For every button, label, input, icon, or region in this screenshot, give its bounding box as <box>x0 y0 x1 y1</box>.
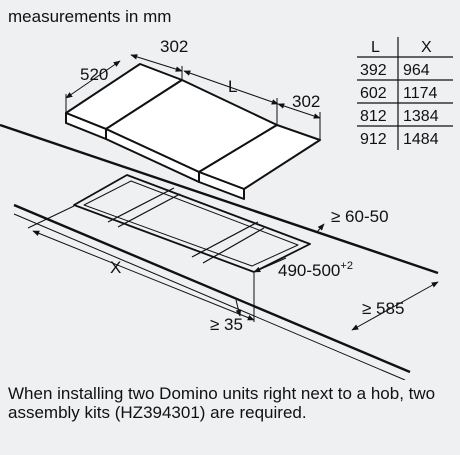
dim-line-side-gap <box>235 299 242 317</box>
dim-label-min-depth: ≥ 585 <box>362 299 404 318</box>
table-cell: 392 <box>360 62 387 79</box>
dim-label-side-width: 302 <box>160 37 188 56</box>
cutout-dimensions <box>27 205 439 331</box>
dim-line-cutout-depth <box>253 257 287 273</box>
table-header-l: L <box>371 39 380 56</box>
dim-label-side-gap: ≥ 35 <box>210 315 243 334</box>
dim-line-length <box>183 70 279 105</box>
dim-label-cutout-depth: 490-500+2 <box>278 260 353 280</box>
table-header-x: X <box>421 39 432 56</box>
top-view-dimensions <box>65 54 321 139</box>
hob-unit-right-front <box>198 171 245 200</box>
dim-line-right-width <box>277 103 321 119</box>
dim-label-right-width: 302 <box>292 92 320 111</box>
dim-label-depth: 520 <box>80 65 108 84</box>
dim-line-depth <box>65 60 121 99</box>
table-cell: 812 <box>360 108 387 125</box>
diagram-drawing: measurements in mm <box>0 7 453 380</box>
dim-line-cutout-length <box>32 230 255 321</box>
size-table: L X 392 964 602 1174 812 1384 912 1484 <box>357 37 453 150</box>
dim-line-front-gap <box>316 223 325 233</box>
table-cell: 1384 <box>403 108 439 125</box>
dim-line-side-width <box>130 54 183 72</box>
table-cell: 912 <box>360 131 387 148</box>
installation-note: When installing two Domino units right n… <box>8 384 436 422</box>
diagram-title: measurements in mm <box>8 7 171 26</box>
table-cell: 1484 <box>403 131 439 148</box>
table-cell: 964 <box>403 62 430 79</box>
table-cell: 1174 <box>403 85 438 102</box>
dim-label-front-gap: ≥ 60-50 <box>331 207 389 226</box>
hob-units <box>65 63 321 200</box>
dim-label-length: L <box>228 77 237 96</box>
dim-label-cutout-length: X <box>110 258 121 277</box>
dim-line-min-depth <box>351 281 439 331</box>
table-cell: 602 <box>360 85 387 102</box>
